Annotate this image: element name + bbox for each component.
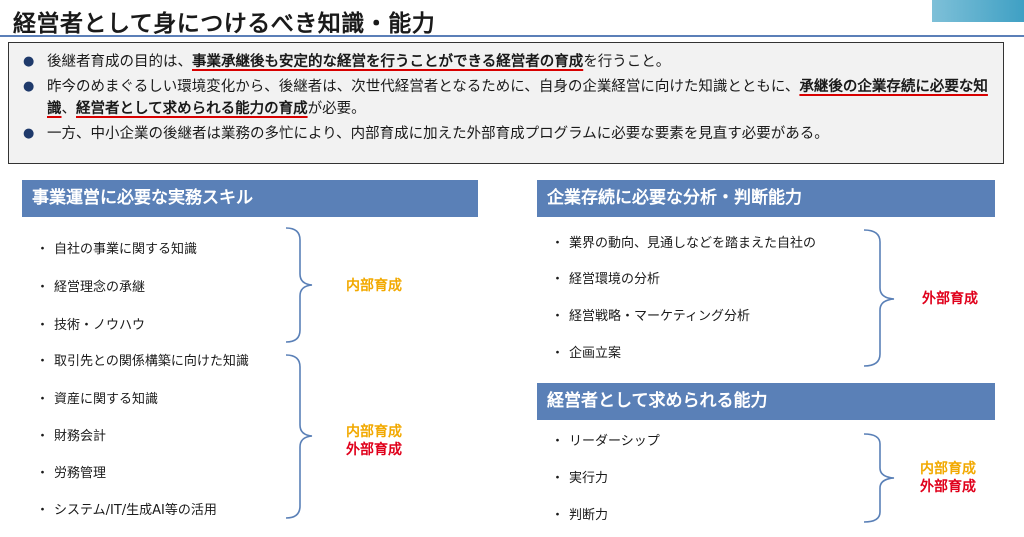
list-item: ・企画立案 xyxy=(551,346,622,361)
summary-text: 昨今のめまぐるしい環境変化から、後継者は、次世代経営者となるために、自身の企業経… xyxy=(47,79,800,95)
summary-text: 後継者育成の目的は、 xyxy=(47,54,192,70)
training-tag-group: 内部育成 外部育成 xyxy=(920,461,976,495)
right-brace-icon xyxy=(285,354,313,519)
bullet-icon: ● xyxy=(23,126,35,141)
list-item: ・実行力 xyxy=(551,471,609,486)
list-item: ・リーダーシップ xyxy=(551,434,660,449)
list-item: ・財務会計 xyxy=(36,429,107,444)
list-item: ・自社の事業に関する知識 xyxy=(36,242,198,257)
list-item: ・取引先との関係構築に向けた知識 xyxy=(36,354,249,369)
summary-line-2: ● 昨今のめまぐるしい環境変化から、後継者は、次世代経営者となるために、自身の企… xyxy=(23,76,993,120)
training-tag-group: 内部育成 外部育成 xyxy=(346,424,402,458)
title-underline xyxy=(0,35,1024,37)
external-training-tag: 外部育成 xyxy=(922,291,978,307)
list-item: ・労務管理 xyxy=(36,466,107,481)
corner-accent xyxy=(932,0,1024,22)
summary-line-1: ● 後継者育成の目的は、事業承継後も安定的な経営を行うことができる経営者の育成を… xyxy=(23,51,993,73)
summary-text: 、 xyxy=(61,101,77,117)
list-item: ・経営理念の承継 xyxy=(36,280,146,295)
page-title: 経営者として身につけるべき知識・能力 xyxy=(13,11,436,37)
summary-line-3: ● 一方、中小企業の後継者は業務の多忙により、内部育成に加えた外部育成プログラム… xyxy=(23,123,993,145)
right-brace-icon xyxy=(863,229,895,367)
list-item: ・経営戦略・マーケティング分析 xyxy=(551,309,750,324)
summary-text: 一方、中小企業の後継者は業務の多忙により、内部育成に加えた外部育成プログラムに必… xyxy=(47,126,829,142)
summary-box: ● 後継者育成の目的は、事業承継後も安定的な経営を行うことができる経営者の育成を… xyxy=(8,42,1004,164)
emphasis-text: 経営者として求められる能力の育成 xyxy=(76,101,308,117)
internal-training-tag: 内部育成 xyxy=(346,278,402,294)
list-item: ・資産に関する知識 xyxy=(36,392,159,407)
left-panel-heading: 事業運営に必要な実務スキル xyxy=(22,180,478,217)
summary-text: を行うこと。 xyxy=(583,54,671,70)
right-brace-icon xyxy=(863,433,895,523)
list-item: ・システム/IT/生成AI等の活用 xyxy=(36,503,217,518)
emphasis-text: 承継後の企業存続に必要な知識 xyxy=(47,79,988,117)
list-item: ・判断力 xyxy=(551,508,609,523)
list-item: ・業界の動向、見通しなどを踏まえた自社の xyxy=(551,236,817,251)
list-item: ・技術・ノウハウ xyxy=(36,318,146,333)
right-brace-icon xyxy=(285,227,313,343)
bullet-icon: ● xyxy=(23,79,35,94)
bullet-icon: ● xyxy=(23,54,35,69)
emphasis-text: 事業承継後も安定的な経営を行うことができる経営者の育成 xyxy=(192,54,584,70)
summary-text: が必要。 xyxy=(307,101,366,117)
list-item: ・経営環境の分析 xyxy=(551,272,661,287)
right-top-panel-heading: 企業存続に必要な分析・判断能力 xyxy=(537,180,995,217)
right-bottom-panel-heading: 経営者として求められる能力 xyxy=(537,383,995,420)
